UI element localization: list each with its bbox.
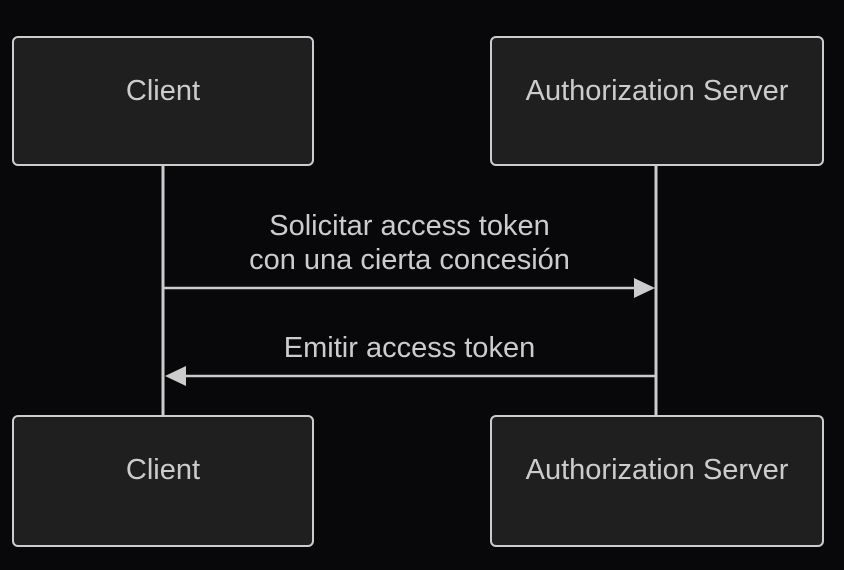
actor-auth-server-bottom: Authorization Server bbox=[490, 415, 824, 547]
message-arrow-request-head bbox=[634, 278, 655, 298]
actor-label: Client bbox=[125, 454, 201, 486]
message-label-line: Emitir access token bbox=[283, 332, 536, 364]
actor-client-bottom: Client bbox=[12, 415, 314, 547]
actor-label: Client bbox=[125, 75, 201, 107]
message-label-line: Solicitar access token bbox=[269, 210, 550, 242]
message-arrow-response-head bbox=[165, 366, 186, 386]
actor-auth-server-top: Authorization Server bbox=[490, 36, 824, 166]
message-label-response: Emitir access token bbox=[163, 331, 656, 365]
actor-client-top: Client bbox=[12, 36, 314, 166]
actor-label: Authorization Server bbox=[525, 454, 789, 486]
actor-label: Authorization Server bbox=[525, 75, 789, 107]
message-label-request: Solicitar access token con una cierta co… bbox=[163, 209, 656, 277]
message-label-line: con una cierta concesión bbox=[249, 244, 570, 276]
